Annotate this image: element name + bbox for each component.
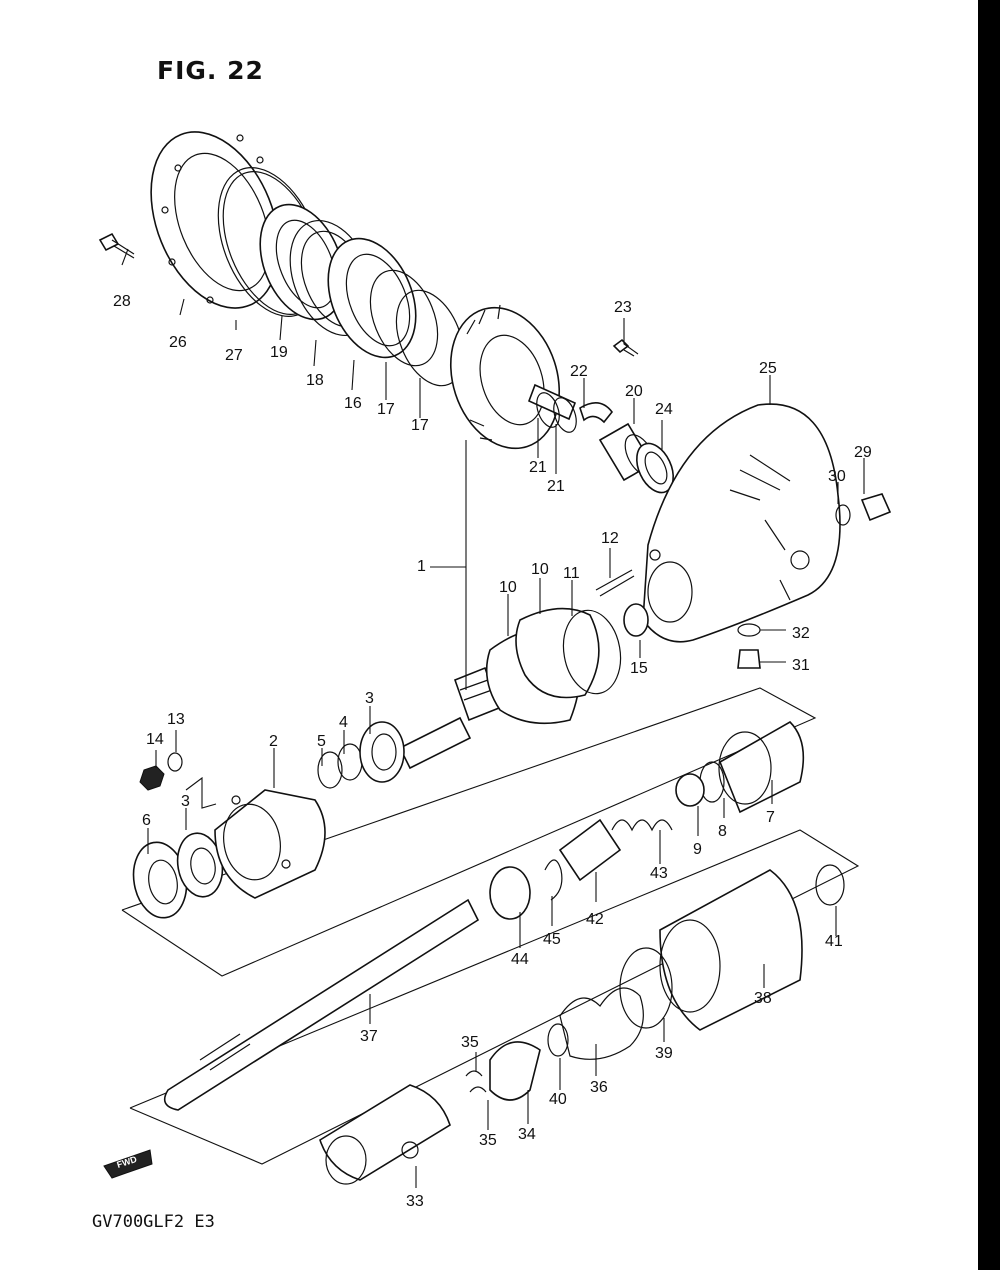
- part-26-flange-gasket: [150, 131, 280, 309]
- label-part-3-left: 3: [181, 793, 190, 810]
- label-part-42: 42: [586, 911, 604, 928]
- label-part-32: 32: [792, 625, 810, 642]
- part-28-bolt: [98, 232, 135, 259]
- part-45-circlip: [544, 859, 563, 901]
- leader-lines: [121, 248, 865, 1188]
- label-part-29: 29: [854, 444, 872, 461]
- label-part-9: 9: [693, 841, 702, 858]
- part-3-bearing-right: [359, 721, 405, 783]
- label-part-13: 13: [167, 711, 185, 728]
- label-part-7: 7: [766, 809, 775, 826]
- part-4-shim: [337, 743, 363, 781]
- part-14-nut: [139, 765, 165, 791]
- label-part-27: 27: [225, 347, 243, 364]
- part-36-boot: [559, 987, 644, 1060]
- label-part-24: 24: [655, 401, 673, 418]
- part-ring-gear: [449, 304, 577, 450]
- label-part-21-b: 21: [547, 478, 565, 495]
- model-code: GV700GLF2 E3: [92, 1212, 215, 1232]
- label-part-38: 38: [754, 990, 772, 1007]
- part-17-shim-pair: [369, 269, 465, 387]
- label-part-22: 22: [570, 363, 588, 380]
- part-32-washer: [737, 623, 761, 637]
- label-part-36: 36: [590, 1079, 608, 1096]
- label-part-19: 19: [270, 344, 288, 361]
- part-5-snap-ring: [317, 751, 343, 789]
- label-part-44: 44: [511, 951, 529, 968]
- label-part-3-right: 3: [365, 690, 374, 707]
- label-part-8: 8: [718, 823, 727, 840]
- part-7-damper-housing: [718, 721, 805, 814]
- label-part-17-b: 17: [411, 417, 429, 434]
- label-part-28: 28: [113, 293, 131, 310]
- part-31-drain-plug: [737, 649, 761, 669]
- label-part-26: 26: [169, 334, 187, 351]
- part-35-circlip-pair: [465, 1070, 487, 1093]
- label-part-10-a: 10: [499, 579, 517, 596]
- fwd-arrow: FWD: [103, 1149, 153, 1179]
- label-part-4: 4: [339, 714, 348, 731]
- label-part-16: 16: [344, 395, 362, 412]
- part-12-stud: [595, 569, 635, 597]
- part-38-boot: [659, 869, 803, 1031]
- part-44-seal: [489, 866, 531, 920]
- label-part-20: 20: [625, 383, 643, 400]
- label-part-43: 43: [650, 865, 668, 882]
- part-9-nut: [675, 773, 705, 807]
- label-part-6: 6: [142, 812, 151, 829]
- group-outline-middle: [121, 687, 817, 977]
- label-part-34: 34: [518, 1126, 536, 1143]
- part-30-washer: [835, 504, 851, 526]
- part-41-o-ring: [815, 864, 845, 906]
- part-10-gasket-pair: [485, 607, 600, 725]
- part-24-seal: [636, 442, 674, 494]
- part-25-final-gear-case: [642, 403, 841, 643]
- part-16-bearing: [327, 237, 417, 359]
- label-part-11: 11: [563, 565, 580, 582]
- part-42-cam: [558, 818, 622, 882]
- label-part-31: 31: [792, 657, 810, 674]
- label-part-1: 1: [417, 558, 426, 575]
- label-part-2: 2: [269, 733, 278, 750]
- scan-edge-border: [978, 0, 1000, 1270]
- label-part-35-a: 35: [461, 1034, 479, 1051]
- label-part-21-a: 21: [529, 459, 547, 476]
- part-22-lock-plate: [579, 402, 614, 424]
- label-part-33: 33: [406, 1193, 424, 1210]
- figure-title: FIG. 22: [157, 56, 264, 85]
- label-part-14: 14: [146, 731, 164, 748]
- part-21-shim-pair: [536, 392, 577, 433]
- label-part-10-b: 10: [531, 561, 549, 578]
- label-part-45: 45: [543, 931, 561, 948]
- label-part-40: 40: [549, 1091, 567, 1108]
- part-40-snap-ring: [547, 1023, 569, 1057]
- label-part-41: 41: [825, 933, 843, 950]
- label-part-23: 23: [614, 299, 632, 316]
- label-part-12: 12: [601, 530, 619, 547]
- part-15-bearing: [623, 603, 649, 637]
- label-part-15: 15: [630, 660, 648, 677]
- group-outline-lower: [129, 829, 860, 1165]
- label-part-18: 18: [306, 372, 324, 389]
- part-34-yoke: [489, 1041, 541, 1101]
- part-29-plug: [860, 493, 892, 522]
- part-43-spring: [611, 819, 673, 832]
- label-part-25: 25: [759, 360, 777, 377]
- part-3-bearing-left: [176, 832, 224, 898]
- label-part-35-b: 35: [479, 1132, 497, 1149]
- part-11-o-ring: [562, 609, 622, 695]
- label-part-39: 39: [655, 1045, 673, 1062]
- label-part-30: 30: [828, 468, 846, 485]
- label-part-37: 37: [360, 1028, 378, 1045]
- part-2-bearing-housing: [214, 789, 326, 899]
- part-37-drive-shaft: [163, 898, 480, 1111]
- part-13-washer: [167, 752, 183, 772]
- label-part-5: 5: [317, 733, 326, 750]
- label-part-17-a: 17: [377, 401, 395, 418]
- part-labels: 1 2 3 3 4 5 6 7 8 9 10 10 11 12 13 14 15…: [113, 293, 872, 1210]
- part-1-pinion-gear: [398, 666, 501, 770]
- part-33-universal-joint: [319, 1084, 451, 1185]
